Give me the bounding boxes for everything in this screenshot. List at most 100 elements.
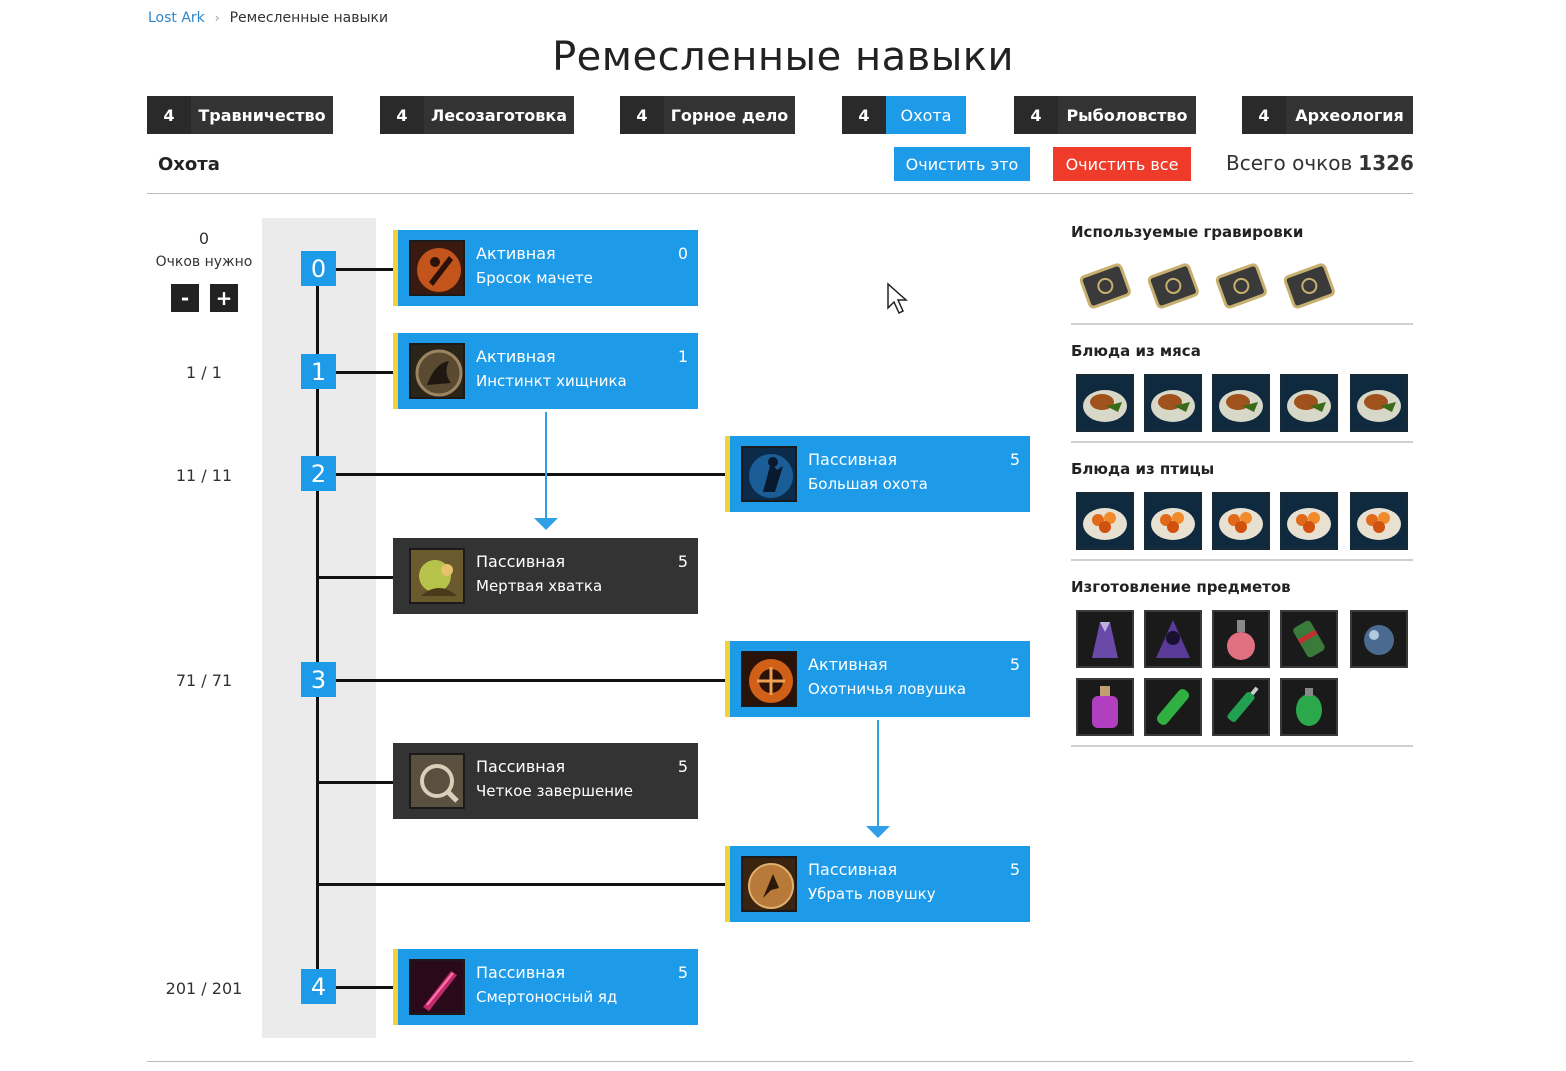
purple-cloak-icon[interactable] <box>1076 610 1134 668</box>
engraving-book-icon[interactable] <box>1280 256 1338 314</box>
tab-label: Археология <box>1295 105 1404 125</box>
skill-name: Охотничья ловушка <box>808 680 967 698</box>
green-vial-icon[interactable] <box>1144 678 1202 736</box>
arrow-down-icon <box>534 518 558 530</box>
green-syringe-icon[interactable] <box>1212 678 1270 736</box>
mouse-cursor-icon <box>886 282 910 320</box>
skill-card-death-grip[interactable]: Пассивная Мертвая хватка 5 <box>393 538 698 614</box>
purple-hood-icon[interactable] <box>1144 610 1202 668</box>
skill-name: Инстинкт хищника <box>476 372 627 390</box>
tree-track <box>262 218 376 1038</box>
purple-potion-icon[interactable] <box>1076 678 1134 736</box>
skill-points: 5 <box>677 757 688 776</box>
poultry-dishes-title: Блюда из птицы <box>1071 460 1215 478</box>
tab-level-badge: 4 <box>147 96 191 134</box>
meat-dish-icon[interactable] <box>1212 374 1270 432</box>
meat-dish-icon[interactable] <box>1350 374 1408 432</box>
skill-card-big-hunt[interactable]: Пассивная Большая охота 5 <box>725 436 1030 512</box>
clear-all-button[interactable]: Очистить все <box>1053 147 1191 181</box>
skill-type: Активная <box>476 244 556 263</box>
connector-line <box>318 268 394 271</box>
death-grip-icon <box>409 548 465 604</box>
meat-dishes-title: Блюда из мяса <box>1071 342 1201 360</box>
poultry-dish-icon[interactable] <box>1212 492 1270 550</box>
engravings-title: Используемые гравировки <box>1071 223 1304 241</box>
level-3-requirement: 71 / 71 <box>175 671 233 690</box>
skill-card-remove-trap[interactable]: Пассивная Убрать ловушку 5 <box>725 846 1030 922</box>
skill-name: Четкое завершение <box>476 782 633 800</box>
tab-level-badge: 4 <box>1242 96 1286 134</box>
increase-button[interactable]: + <box>210 284 238 312</box>
connector-line <box>318 781 394 784</box>
remove-trap-icon <box>741 856 797 912</box>
tab-level-badge: 4 <box>842 96 886 134</box>
clear-this-button[interactable]: Очистить это <box>894 147 1030 181</box>
breadcrumb: Lost Ark › Ремесленные навыки <box>148 10 388 26</box>
level-4-requirement: 201 / 201 <box>165 979 243 998</box>
section-title: Охота <box>158 154 220 175</box>
level-1-requirement: 1 / 1 <box>186 363 222 382</box>
skill-name: Убрать ловушку <box>808 885 936 903</box>
engraving-book-icon[interactable] <box>1212 256 1270 314</box>
divider <box>1071 745 1413 747</box>
tab-hunting[interactable]: 4 Охота <box>842 96 966 134</box>
meat-dish-icon[interactable] <box>1280 374 1338 432</box>
meat-dish-icon[interactable] <box>1144 374 1202 432</box>
engraving-book-icon[interactable] <box>1144 256 1202 314</box>
tab-label: Рыболовство <box>1066 105 1188 125</box>
tab-level-badge: 4 <box>380 96 424 134</box>
decrease-button[interactable]: - <box>171 284 199 312</box>
total-points-value: 1326 <box>1358 151 1414 175</box>
breadcrumb-home-link[interactable]: Lost Ark <box>148 10 205 26</box>
tier-1-marker[interactable]: 1 <box>301 354 336 389</box>
pink-flask-icon[interactable] <box>1212 610 1270 668</box>
tier-3-marker[interactable]: 3 <box>301 662 336 697</box>
divider <box>147 193 1413 194</box>
poultry-dish-icon[interactable] <box>1350 492 1408 550</box>
poultry-dish-icon[interactable] <box>1280 492 1338 550</box>
tab-mining[interactable]: 4 Горное дело <box>620 96 795 134</box>
skill-type: Активная <box>808 655 888 674</box>
skill-card-predator-instinct[interactable]: Активная Инстинкт хищника 1 <box>393 333 698 409</box>
breadcrumb-current: Ремесленные навыки <box>229 10 389 26</box>
skill-name: Мертвая хватка <box>476 577 603 595</box>
tab-label: Охота <box>886 96 966 134</box>
tab-fishing[interactable]: 4 Рыболовство <box>1014 96 1196 134</box>
poultry-dish-icon[interactable] <box>1076 492 1134 550</box>
tab-logging[interactable]: 4 Лесозаготовка <box>380 96 574 134</box>
engraving-book-icon[interactable] <box>1076 256 1134 314</box>
tab-label: Горное дело <box>670 105 789 125</box>
skill-card-deadly-poison[interactable]: Пассивная Смертоносный яд 5 <box>393 949 698 1025</box>
green-bomb-icon[interactable] <box>1280 610 1338 668</box>
big-hunt-icon <box>741 446 797 502</box>
connector-line <box>318 883 726 886</box>
connector-line <box>318 473 726 476</box>
skill-name: Бросок мачете <box>476 269 593 287</box>
skill-points: 5 <box>1009 450 1020 469</box>
skill-card-clean-finish[interactable]: Пассивная Четкое завершение 5 <box>393 743 698 819</box>
chevron-right-icon: › <box>214 11 220 25</box>
skill-type: Пассивная <box>808 860 898 879</box>
tab-herbalism[interactable]: 4 Травничество <box>147 96 333 134</box>
meat-dish-icon[interactable] <box>1076 374 1134 432</box>
skill-card-machete-throw[interactable]: Активная Бросок мачете 0 <box>393 230 698 306</box>
clean-finish-icon <box>409 753 465 809</box>
blue-orb-icon[interactable] <box>1350 610 1408 668</box>
skill-type: Пассивная <box>476 552 566 571</box>
poultry-dish-icon[interactable] <box>1144 492 1202 550</box>
green-grenade-icon[interactable] <box>1280 678 1338 736</box>
skill-type: Пассивная <box>808 450 898 469</box>
total-points-label: Всего очков <box>1226 151 1353 175</box>
tier-0-marker[interactable]: 0 <box>301 251 336 286</box>
skill-card-hunting-trap[interactable]: Активная Охотничья ловушка 5 <box>725 641 1030 717</box>
skill-type: Пассивная <box>476 757 566 776</box>
tab-archaeology[interactable]: 4 Археология <box>1242 96 1413 134</box>
tier-4-marker[interactable]: 4 <box>301 969 336 1004</box>
points-needed-label: Очков нужно <box>155 254 253 270</box>
machete-throw-icon <box>409 240 465 296</box>
skill-points: 5 <box>677 552 688 571</box>
deadly-poison-icon <box>409 959 465 1015</box>
divider <box>1071 323 1413 325</box>
tier-2-marker[interactable]: 2 <box>301 456 336 491</box>
